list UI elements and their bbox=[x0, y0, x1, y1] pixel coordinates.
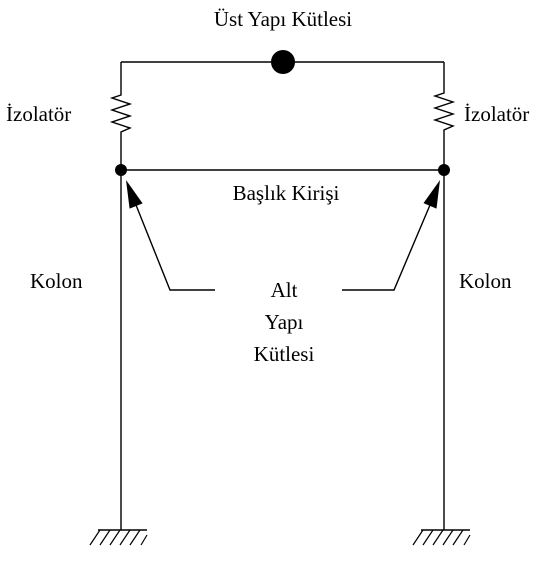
left-column-label: Kolon bbox=[30, 269, 83, 293]
left-isolator-spring bbox=[109, 62, 133, 170]
superstructure bbox=[121, 50, 444, 74]
cap-beam-label: Başlık Kirişi bbox=[233, 181, 340, 205]
right-arrowhead bbox=[423, 180, 440, 209]
left-fixed-support bbox=[89, 529, 148, 546]
right-column-label: Kolon bbox=[459, 269, 512, 293]
right-isolator-label: İzolatör bbox=[464, 102, 529, 126]
right-fixed-support bbox=[412, 529, 471, 546]
top-mass-node bbox=[271, 50, 295, 74]
sub-mass-label-line3: Kütlesi bbox=[254, 342, 315, 366]
left-isolator-label: İzolatör bbox=[6, 102, 71, 126]
left-arrowhead bbox=[126, 180, 143, 209]
top-mass-label: Üst Yapı Kütlesi bbox=[214, 7, 352, 31]
sub-mass-label-line1: Alt bbox=[271, 278, 298, 302]
sub-mass-label-line2: Yapı bbox=[265, 310, 304, 334]
right-isolator-spring bbox=[432, 62, 456, 170]
right-isolator bbox=[432, 62, 456, 170]
left-leader-arrow bbox=[126, 180, 215, 291]
left-isolator bbox=[109, 62, 133, 170]
right-leader-arrow bbox=[342, 180, 440, 291]
